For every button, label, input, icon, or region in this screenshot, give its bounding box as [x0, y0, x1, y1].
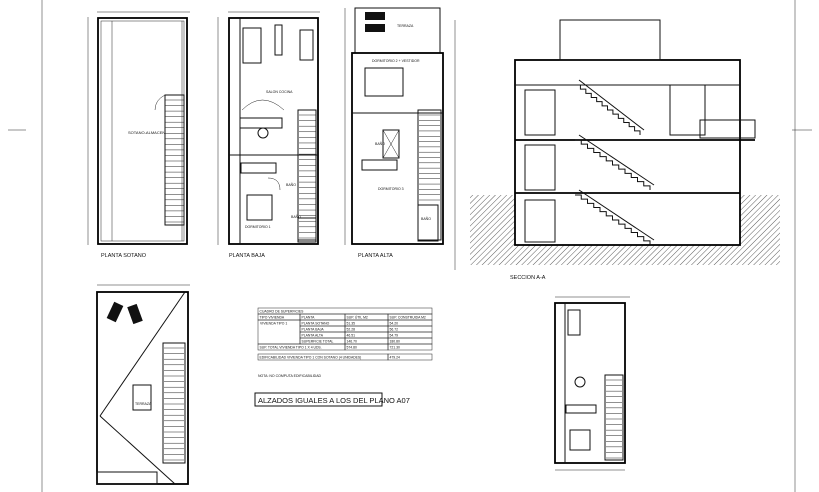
drawing-title: PLANTA BAJA — [229, 253, 265, 259]
table-header-text: TIPO VIVIENDA — [260, 316, 285, 320]
stair-flight — [575, 194, 651, 245]
table-cell-text: PLANTA ALTA — [302, 334, 324, 338]
room-label: TERRAZA — [135, 402, 152, 406]
table-total-label-text: SUP. TOTAL VIVIENDA TIPO 1 X 4 UDS. — [260, 346, 322, 350]
table-cell-text: 180.80 — [390, 340, 400, 344]
table-cell-text: 146.70 — [347, 340, 357, 344]
room-label: DORMITORIO 3 — [378, 187, 404, 191]
stair-slab — [578, 134, 655, 186]
plan-baja: SALON COCINA DORMITORIO 1 BAÑO BAÑO PLAN… — [217, 11, 320, 259]
room-label: TERRAZA — [397, 24, 414, 28]
plan-sotano: SOTANO-ALMACEN PLANTA SOTANO — [87, 11, 190, 259]
sofa — [299, 29, 314, 61]
table-edif-label-text: EDIFICABILIDAD VIVIENDA TIPO 1 CON SOTAN… — [260, 356, 362, 360]
room-label: DORMITORIO 2 + VESTIDOR — [372, 59, 420, 63]
table-edif-value-text: 479.24 — [390, 356, 400, 360]
table-title-text: CUADRO DE SUPERFICIES — [260, 310, 305, 314]
room-label: BAÑO — [291, 214, 301, 219]
table-header-text: PLANTA — [302, 316, 316, 320]
room-label: SALON COCINA — [266, 90, 293, 94]
stair-slab — [578, 189, 655, 241]
room-label: SOTANO-ALMACEN — [128, 130, 165, 135]
table-cell-text: 56.72 — [390, 328, 399, 332]
plan-alta: DORMITORIO 2 + VESTIDOR TERRAZA BAÑO DOR… — [344, 7, 444, 259]
drawing-title: PLANTA SOTANO — [101, 253, 147, 259]
stairs-cubierta — [162, 342, 186, 464]
table-cell-text: 52.28 — [347, 328, 356, 332]
bed — [364, 67, 404, 97]
alzados-text: ALZADOS IGUALES A LOS DEL PLANO A07 — [258, 396, 410, 405]
stair-flight — [575, 84, 641, 135]
room-label: BAÑO — [375, 141, 385, 146]
stair-slab — [578, 79, 645, 131]
table-header-text: SUP. CONSTRUIDA M2 — [390, 316, 426, 320]
plan-cubierta: TERRAZA — [96, 284, 190, 485]
surface-table: CUADRO DE SUPERFICIES TIPO VIVIENDA PLANTA… — [257, 307, 433, 361]
table — [132, 384, 152, 411]
table-edif-value — [387, 353, 433, 361]
sheet-marks — [8, 0, 812, 492]
room-label: DORMITORIO 1 — [245, 225, 271, 229]
table-cell-text: PLANTA BAJA — [302, 328, 325, 332]
table-group: VIVIENDA TIPO 1 — [260, 322, 287, 326]
alzados-note: ALZADOS IGUALES A LOS DEL PLANO A07 — [254, 392, 410, 407]
table-cell-text: 51.35 — [347, 322, 356, 326]
bed — [246, 194, 273, 221]
drawing-title: PLANTA ALTA — [358, 253, 393, 259]
dining-table — [242, 27, 262, 64]
plan-small — [554, 296, 630, 471]
table-cell-text: 46.51 — [347, 334, 356, 338]
table-cell-text: 54.20 — [390, 322, 399, 326]
section-a-a: SECCION A-A — [470, 19, 780, 281]
table-total-util-text: 574.80 — [347, 346, 357, 350]
table-header-text: SUP. ÚTIL M2 — [347, 315, 368, 320]
kitchen-counter — [239, 117, 283, 129]
table-cell-text: PLANTA SOTANO — [302, 322, 330, 326]
room-label: BAÑO — [421, 216, 431, 221]
stair-flight — [575, 139, 651, 190]
room-label: BAÑO — [286, 182, 296, 187]
table-cell-text: SUPERFICIE TOTAL — [302, 340, 334, 344]
stairs-alta — [417, 109, 442, 241]
table-total-const-text: 721.30 — [390, 346, 400, 350]
table-note: NOTA: NO COMPUTA EDIFICABILIDAD — [258, 374, 322, 378]
stairs-baja — [297, 109, 317, 241]
table-cell-text: 54.79 — [390, 334, 399, 338]
drawing-title: SECCION A-A — [510, 275, 546, 281]
table-total-const — [387, 343, 433, 351]
